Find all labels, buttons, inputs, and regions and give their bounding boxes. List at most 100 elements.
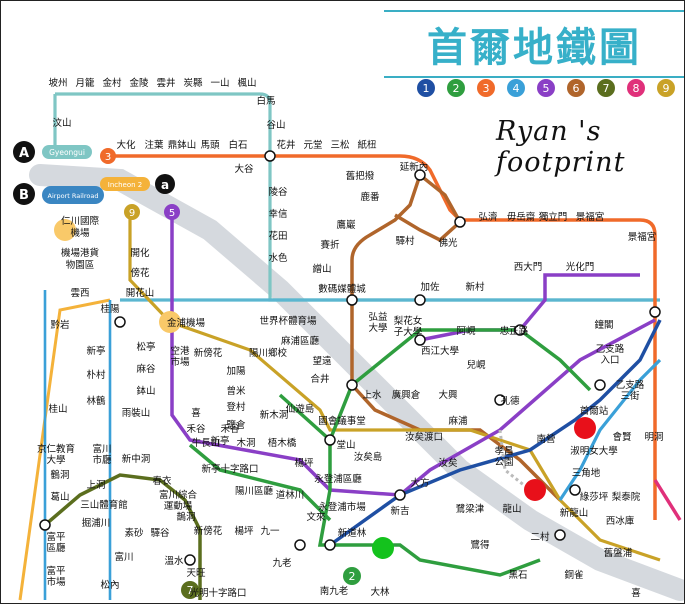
red-dot-seoul-station (574, 417, 596, 439)
station-label: 幸信 (268, 208, 287, 220)
line9-marker (124, 204, 140, 220)
station-label: 新傍花 (194, 347, 223, 359)
station-label: 堂山 (336, 439, 355, 451)
station-label: 水色 (268, 252, 288, 264)
station-label: 富平 (46, 565, 66, 577)
station-label: 馬頭 (200, 140, 220, 151)
incheon2-pill (100, 177, 150, 191)
station-label: 雲井 (156, 77, 175, 89)
station-label: 廣興倉 (392, 389, 421, 401)
station-label: 仁川國際 (61, 215, 100, 227)
station-label: 三山體育館 (80, 499, 128, 511)
station-label: 傍花 (130, 267, 150, 279)
station-label: 開化 (130, 247, 150, 259)
station-label: 九一 (260, 525, 280, 537)
legend-number-1: 1 (423, 82, 430, 95)
station-label: 朴村 (86, 369, 106, 381)
badge-b-circle (13, 183, 35, 205)
legend-number-3: 3 (483, 82, 490, 95)
airport-pill (42, 186, 104, 204)
station-label: 富平 (46, 531, 66, 543)
station-label: 加佐 (420, 281, 440, 293)
station-label: 新亭十字路口 (201, 463, 258, 475)
station-label: 春衣 (152, 475, 172, 487)
station-label: 新中洞 (122, 453, 151, 465)
station-label: 鷺得 (470, 539, 490, 551)
station-label: 鵲洞 (176, 511, 195, 523)
station-label: 數碼媒體城 (318, 283, 366, 295)
station-label: 賽折 (320, 239, 340, 251)
station-label: 鷺梁津 (456, 503, 485, 515)
incheon2-label: Incheon 2 (108, 181, 143, 189)
station-label: 登村 (226, 401, 246, 413)
station-label: 三街 (620, 390, 640, 402)
station-label: 雨裝山 (122, 407, 151, 419)
station-label: 金陵 (129, 77, 149, 89)
station-label: 忠正路 (500, 325, 529, 337)
line9-marker-text: 9 (129, 208, 135, 219)
station-label: 新吉 (390, 505, 409, 517)
station-label: 光化門 (566, 261, 595, 273)
station-label: 掘浦川 (82, 517, 111, 529)
legend-number-6: 6 (573, 82, 580, 95)
legend-line-8 (627, 79, 645, 97)
station-label: 麻谷 (136, 363, 156, 375)
station-label: 新木洞 (260, 409, 289, 421)
station-label: 加陽 (226, 365, 246, 377)
station-label: 木洞 (236, 437, 255, 449)
station-label: 鉢山 (136, 385, 155, 397)
station-label: 永登浦區廳 (314, 473, 362, 485)
line7-marker (181, 581, 199, 599)
station-label: 紙杻 (357, 139, 377, 151)
station-label: 新傍花 (194, 525, 223, 537)
line8 (653, 479, 682, 521)
line5-marker-text: 5 (169, 208, 175, 219)
station-label: 大林 (370, 586, 390, 598)
station-label: 汶山 (52, 117, 71, 129)
legend-line-7 (597, 79, 615, 97)
airport-label: Airport Railroad (48, 192, 99, 200)
station-label: 大興 (438, 389, 458, 401)
yellow-dot-gimpo (159, 311, 181, 333)
line3-marker-text: 3 (105, 152, 111, 163)
station-label: 喜 (631, 587, 641, 599)
station-label: 一山 (210, 78, 229, 89)
station-label: 獨立門 (539, 211, 568, 223)
station-label: 龍山 (502, 503, 521, 515)
station-label: 弘益 (368, 311, 388, 323)
line7 (43, 473, 202, 600)
station-label: 曾米 (226, 385, 246, 397)
station-label: 乙支路 (596, 343, 625, 355)
station-label: 明洞 (644, 432, 663, 443)
station-label: 機場 (70, 227, 90, 239)
station-label: 鼎鉢山 (168, 139, 197, 151)
station-label: 合井 (310, 373, 329, 385)
station-label: 禾谷 (220, 424, 240, 435)
station-label: 牛長山 (192, 437, 221, 449)
station-label: 景福宮 (576, 211, 605, 223)
station-label: 入口 (600, 355, 619, 366)
station-label: 空港 (170, 345, 190, 357)
line7-marker-text: 7 (187, 584, 194, 597)
line1 (328, 319, 662, 547)
station-label: 舊把撥 (346, 170, 375, 182)
legend-line-5 (537, 79, 555, 97)
station-label: 汝矣 (438, 457, 458, 469)
station-label: 大化 (116, 139, 136, 151)
station-label: 陽川鄉校 (249, 347, 288, 359)
station-label: 子大學 (394, 326, 423, 338)
station-label: 佛光 (438, 237, 458, 249)
station-label: 坡州 (48, 77, 67, 89)
station-label: 三松 (330, 139, 350, 151)
station-label: 物園區 (66, 259, 95, 271)
legend-line-1 (417, 79, 435, 97)
station-label: 禾谷 (186, 424, 206, 435)
station-label: 首爾站 (580, 405, 609, 417)
station-label: 麻浦區廳 (281, 335, 320, 347)
station-label: 梧木橋 (268, 437, 297, 449)
red-dot-yongsan (524, 479, 546, 501)
gyeongui-label: Gyeongui (49, 148, 85, 157)
station-label: 注葉 (144, 139, 164, 151)
line2-branch (188, 443, 332, 522)
